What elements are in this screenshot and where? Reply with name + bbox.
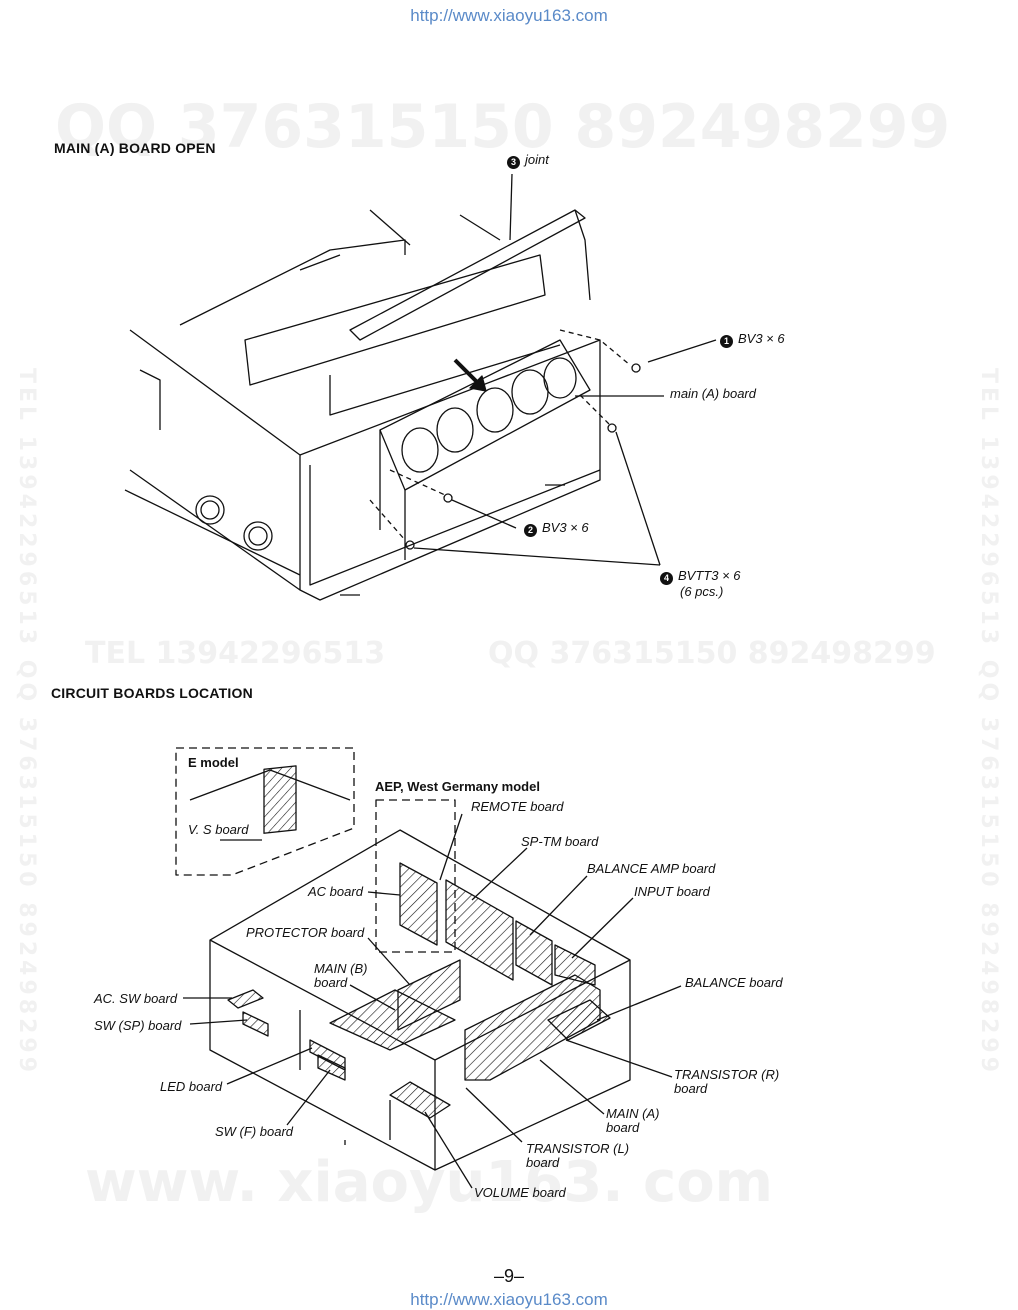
label-transistor-l-board: TRANSISTOR (L) board — [526, 1142, 629, 1170]
header-url[interactable]: http://www.xiaoyu163.com — [410, 6, 608, 25]
callout-number-1: 1 — [720, 335, 733, 348]
watermark-qq-top: QQ 376315150 892498299 — [55, 92, 951, 162]
callout-bv3-1: 1 BV3 × 6 — [720, 332, 785, 348]
watermark-tel-mid: TEL 13942296513 — [85, 636, 386, 671]
callout-number-3: 3 — [507, 156, 520, 169]
label-transistor-r-line1: TRANSISTOR (R) — [674, 1067, 780, 1082]
label-main-b-board: MAIN (B) board — [314, 962, 367, 990]
callout-bvtt3-text: BVTT3 × 6 — [678, 568, 741, 583]
leader-lines-section1 — [413, 339, 717, 566]
label-transistor-l-line1: TRANSISTOR (L) — [526, 1141, 630, 1156]
label-balance-amp-board: BALANCE AMP board — [587, 861, 716, 876]
label-main-a-line1: MAIN (A) — [606, 1106, 660, 1121]
label-main-b-line1: MAIN (B) — [314, 961, 368, 976]
label-led-board: LED board — [160, 1079, 223, 1094]
vs-board-shape — [263, 765, 297, 834]
watermark-side-right: TEL 13942296513 QQ 376315150 892498299 — [976, 368, 1001, 1077]
e-model-label: E model — [188, 755, 239, 770]
section-title-main-a-board-open: MAIN (A) BOARD OPEN — [54, 140, 216, 156]
callout-bvtt3: 4 BVTT3 × 6 (6 pcs.) — [660, 569, 741, 599]
label-input-board: INPUT board — [634, 884, 710, 899]
label-ac-sw-board: AC. SW board — [94, 991, 178, 1006]
label-balance-board: BALANCE board — [685, 975, 783, 990]
circuit-boards — [227, 862, 611, 1119]
label-transistor-r-board: TRANSISTOR (R) board — [674, 1068, 779, 1096]
label-transistor-r-line2: board — [674, 1081, 708, 1096]
label-volume-board: VOLUME board — [474, 1185, 566, 1200]
label-sw-sp-board: SW (SP) board — [94, 1018, 182, 1033]
footer-url[interactable]: http://www.xiaoyu163.com — [410, 1290, 608, 1309]
leader-lines-section2 — [183, 813, 682, 1189]
callout-bv3-2: 2 BV3 × 6 — [524, 521, 589, 537]
label-ac-board: AC board — [308, 884, 363, 899]
callout-number-2: 2 — [524, 524, 537, 537]
label-transistor-l-line2: board — [526, 1155, 560, 1170]
aep-model-dashed-box — [375, 799, 456, 953]
label-main-b-line2: board — [314, 975, 348, 990]
page-number: –9– — [493, 1266, 525, 1286]
callout-main-a-board: main (A) board — [670, 386, 756, 401]
amplifier-chassis-drawing — [124, 173, 641, 601]
callout-bv3-2-text: BV3 × 6 — [542, 520, 589, 535]
label-main-a-line2: board — [606, 1120, 640, 1135]
watermark-www-bottom: www. xiaoyu163. com — [85, 1150, 774, 1215]
label-main-a-board: MAIN (A) board — [606, 1107, 659, 1135]
aep-model-label: AEP, West Germany model — [375, 779, 540, 794]
label-sw-f-board: SW (F) board — [215, 1124, 294, 1139]
callout-number-4: 4 — [660, 572, 673, 585]
watermark-qq-mid: QQ 376315150 892498299 — [488, 636, 936, 671]
label-sp-tm-board: SP-TM board — [521, 834, 599, 849]
label-remote-board: REMOTE board — [471, 799, 564, 814]
callout-bv3-1-text: BV3 × 6 — [738, 331, 785, 346]
callout-joint-text: joint — [525, 152, 549, 167]
label-protector-board: PROTECTOR board — [246, 925, 365, 940]
vs-board-label: V. S board — [188, 822, 249, 837]
callout-joint: 3 joint — [507, 153, 549, 169]
section-title-circuit-boards-location: CIRCUIT BOARDS LOCATION — [51, 685, 253, 701]
callout-bvtt3-sub: (6 pcs.) — [680, 584, 724, 599]
watermark-side-left: TEL 13942296513 QQ 376315150 892498299 — [14, 368, 39, 1077]
